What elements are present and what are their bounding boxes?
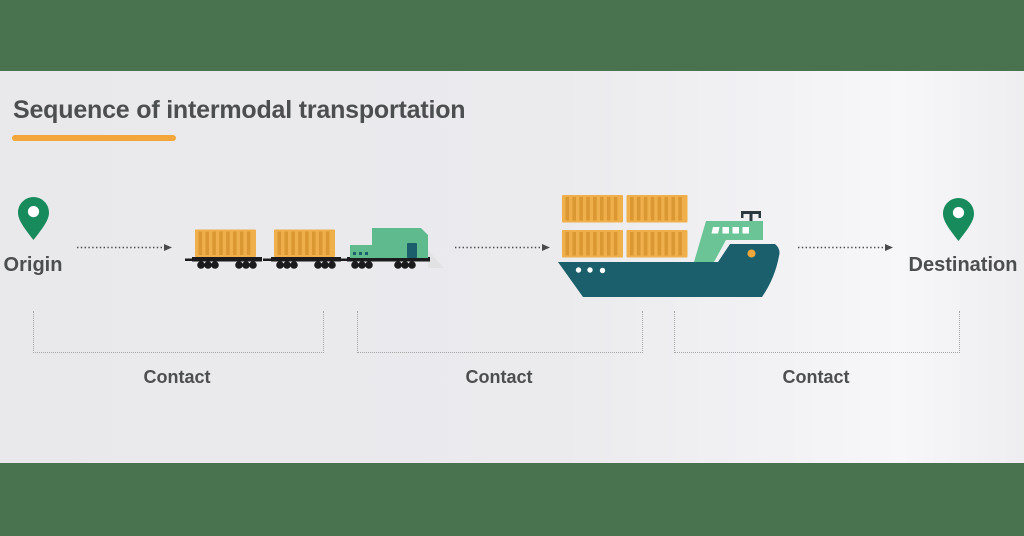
page-title: Sequence of intermodal transportation — [13, 96, 466, 124]
destination-label: Destination — [908, 254, 1018, 276]
top-color-bar — [0, 0, 1024, 71]
flow-arrow-icon — [77, 244, 172, 251]
container-ship-icon — [558, 195, 780, 297]
contact-bracket-1 — [33, 311, 324, 353]
flow-arrow-icon — [798, 244, 893, 251]
contact-label-3: Contact — [782, 367, 850, 387]
origin-pin-icon — [18, 197, 49, 240]
contact-label-1: Contact — [143, 367, 211, 387]
title-underline — [12, 135, 176, 141]
contact-bracket-2 — [357, 311, 643, 353]
contact-bracket-3 — [674, 311, 960, 353]
contact-label-2: Contact — [465, 367, 533, 387]
freight-train-icon — [185, 228, 444, 269]
flow-arrow-icon — [455, 244, 550, 251]
destination-pin-icon — [943, 198, 974, 241]
bottom-color-bar — [0, 463, 1024, 536]
origin-label: Origin — [3, 254, 63, 276]
